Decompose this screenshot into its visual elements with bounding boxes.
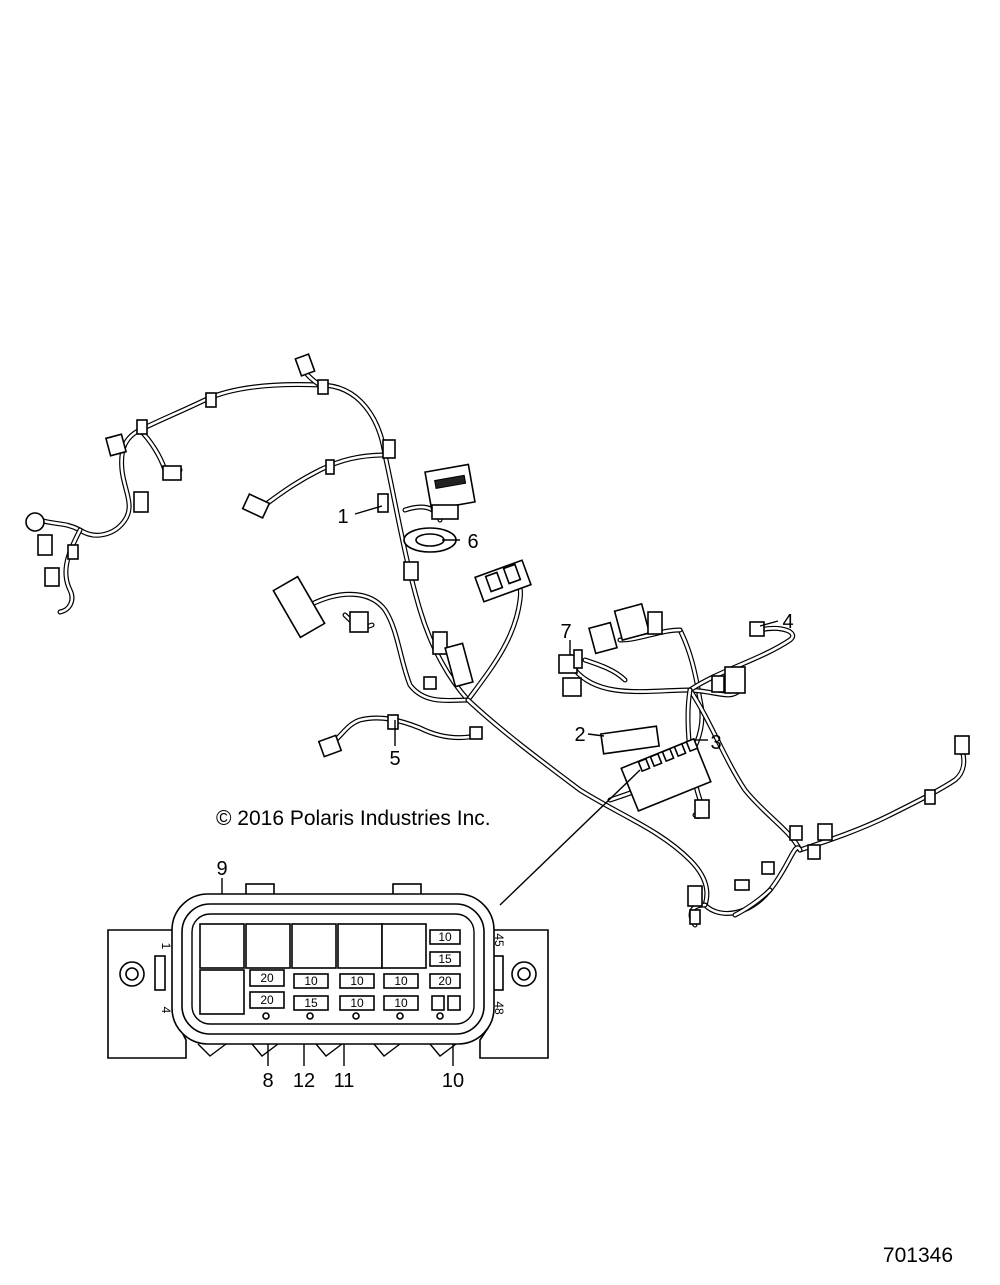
- fuse-value-row1-left: 20: [260, 971, 274, 985]
- fuse-box-label-1: 1: [159, 943, 173, 950]
- callout-6: 6: [467, 531, 478, 553]
- callout-11: 11: [334, 1070, 355, 1092]
- callout-10: 10: [442, 1070, 464, 1092]
- fuse-box-label-48: 48: [492, 1001, 506, 1015]
- fuse-value-row1-mid: 10: [304, 974, 318, 988]
- copyright-text: © 2016 Polaris Industries Inc.: [216, 807, 491, 830]
- callout-3: 3: [710, 732, 721, 754]
- fuse-value-right-col: 15: [438, 952, 452, 966]
- callout-5: 5: [389, 748, 400, 770]
- fuse-values: 20 20 10 10 10 15 10 10 10 15 20: [260, 930, 452, 1010]
- fuse-value-row2-mid: 10: [394, 996, 408, 1010]
- callout-numbers: 1 2 3 4 5 6 7 8 9 10 11 12: [216, 506, 793, 1092]
- diagram-part-number: 701346: [883, 1244, 953, 1267]
- fuse-value-row1-mid: 10: [394, 974, 408, 988]
- fuse-value-row2-left: 20: [260, 993, 274, 1007]
- harness-connectors: [25, 353, 970, 925]
- fuse-value-right-col: 20: [438, 974, 452, 988]
- fuse-value-right-col: 10: [438, 930, 452, 944]
- fuse-value-row1-mid: 10: [350, 974, 364, 988]
- callout-4: 4: [782, 611, 793, 633]
- callout-8: 8: [262, 1070, 273, 1092]
- callout-9: 9: [216, 858, 227, 880]
- fuse-box-label-45: 45: [492, 933, 506, 947]
- fuse-box-label-4: 4: [159, 1007, 173, 1014]
- callout-2: 2: [574, 724, 585, 746]
- fuse-box: [107, 883, 549, 1059]
- fuse-value-row2-mid: 10: [350, 996, 364, 1010]
- main-wire-harness: [37, 369, 967, 928]
- fuse-value-row2-mid: 15: [304, 996, 318, 1010]
- callout-12: 12: [293, 1070, 315, 1092]
- callout-7: 7: [560, 621, 571, 643]
- callout-1: 1: [337, 506, 348, 528]
